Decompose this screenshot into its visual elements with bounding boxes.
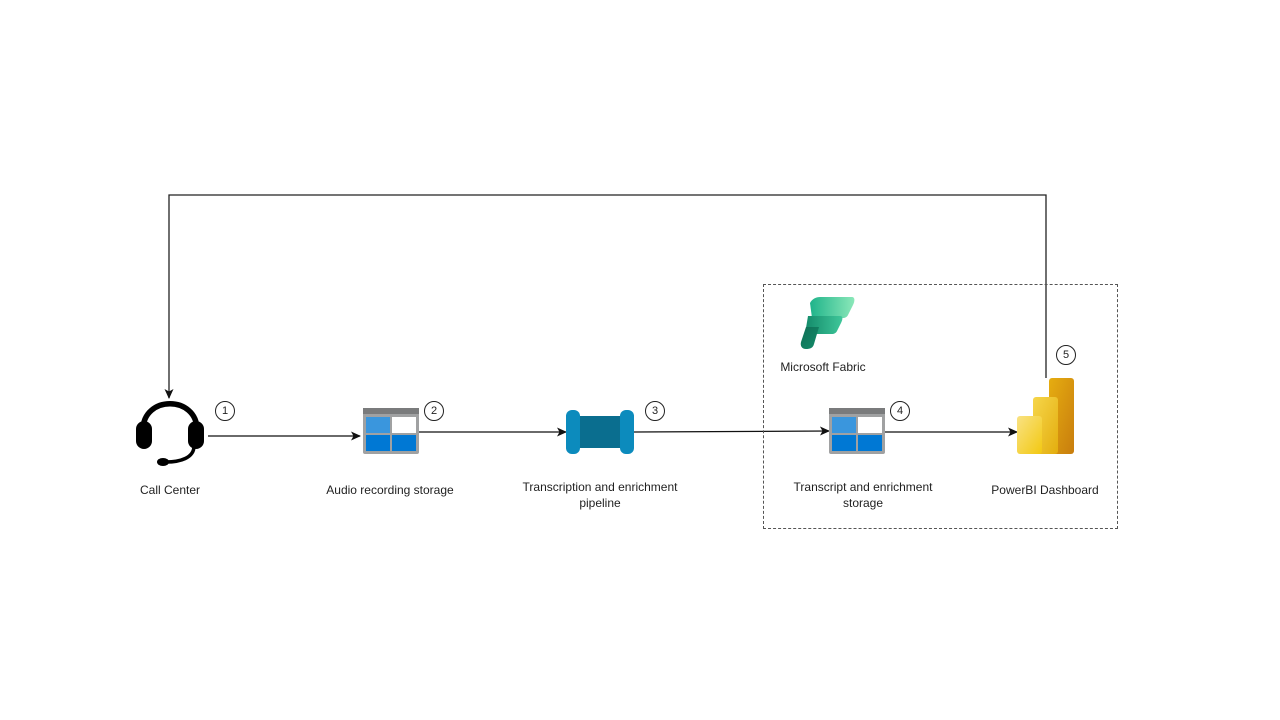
microsoft-fabric-group [763,284,1118,529]
node-label-pipeline: Transcription and enrichment pipeline [500,479,700,511]
node-label-audio-storage: Audio recording storage [326,483,454,497]
transcript-storage-icon [829,408,885,454]
edge-pipeline-to-transcript-storage [633,426,830,436]
node-label-powerbi: PowerBI Dashboard [991,483,1099,497]
step-badge-5: 5 [1056,345,1076,365]
step-badge-4: 4 [890,401,910,421]
edge-powerbi-to-call-center [164,194,1047,399]
microsoft-fabric-icon [800,297,855,349]
step-badge-3: 3 [645,401,665,421]
headset-icon [136,401,204,466]
step-badge-1: 1 [215,401,235,421]
node-label-transcript-storage-line-1: Transcript and enrichment [793,480,933,494]
node-label-pipeline-line-2: pipeline [579,496,621,510]
pipeline-icon [566,410,634,454]
node-label-transcript-storage: Transcript and enrichment storage [773,479,953,511]
node-label-transcript-storage-line-2: storage [842,496,884,510]
audio-storage-icon [363,408,419,454]
step-badge-2: 2 [424,401,444,421]
powerbi-icon [1017,378,1074,454]
group-label-microsoft-fabric: Microsoft Fabric [780,360,866,374]
node-label-pipeline-line-1: Transcription and enrichment [522,480,678,494]
node-label-call-center: Call Center [139,483,201,497]
